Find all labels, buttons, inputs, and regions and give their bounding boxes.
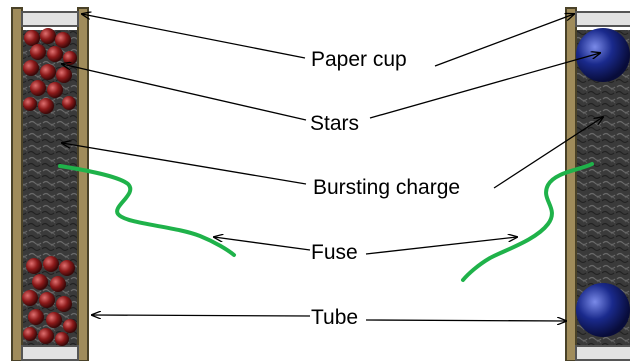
star: [38, 328, 54, 344]
star: [23, 60, 39, 76]
star: [63, 319, 77, 333]
star: [47, 46, 63, 62]
right-fuse: [461, 162, 594, 282]
star: [50, 276, 66, 292]
right-tube-wall: [565, 7, 577, 361]
left-stars-top: [23, 28, 77, 114]
star: [26, 258, 42, 274]
star: [43, 256, 59, 272]
label-tube: Tube: [311, 306, 358, 329]
label-bursting-charge: Bursting charge: [313, 176, 460, 199]
leader-lines: [62, 14, 603, 321]
right-paper-cup-top: [575, 11, 630, 27]
star: [55, 32, 71, 48]
left-paper-cup-top: [21, 11, 79, 27]
star: [30, 80, 46, 96]
arrow-tube-right: [365, 320, 566, 321]
arrow-fuse-left: [214, 237, 311, 251]
star: [22, 290, 38, 306]
arrow-paper-cup-left: [82, 14, 306, 59]
star: [55, 332, 69, 346]
right-star-top: [576, 28, 630, 82]
arrow-bursting-charge-right: [493, 117, 603, 189]
label-paper-cup: Paper cup: [311, 48, 407, 71]
star: [56, 67, 72, 83]
star: [63, 51, 77, 65]
arrow-paper-cup-right: [434, 14, 574, 67]
left-tube-wall-right: [77, 7, 89, 361]
star: [62, 96, 76, 110]
label-fuse: Fuse: [311, 241, 358, 264]
star: [40, 28, 56, 44]
star: [40, 64, 56, 80]
star: [32, 274, 48, 290]
star: [30, 44, 46, 60]
left-stars-bottom: [22, 256, 77, 346]
star: [24, 30, 40, 46]
star: [38, 98, 54, 114]
star: [56, 296, 72, 312]
right-star-bottom: [576, 283, 630, 337]
left-shell: [11, 7, 236, 361]
star: [28, 309, 44, 325]
star: [39, 292, 55, 308]
left-tube-wall-left: [11, 7, 23, 361]
left-paper-cup-bottom: [21, 345, 79, 361]
left-fuse: [58, 164, 236, 257]
arrow-fuse-right: [365, 237, 517, 255]
label-stars: Stars: [310, 112, 359, 135]
star: [23, 97, 37, 111]
arrow-stars-left: [62, 64, 307, 121]
right-shell: [461, 7, 630, 361]
arrow-bursting-charge-left: [62, 143, 307, 185]
star: [46, 312, 62, 328]
star: [23, 327, 37, 341]
right-paper-cup-bottom: [575, 345, 630, 361]
star: [59, 260, 75, 276]
star: [47, 82, 63, 98]
arrow-stars-right: [369, 53, 600, 119]
arrow-tube-left: [92, 315, 311, 316]
